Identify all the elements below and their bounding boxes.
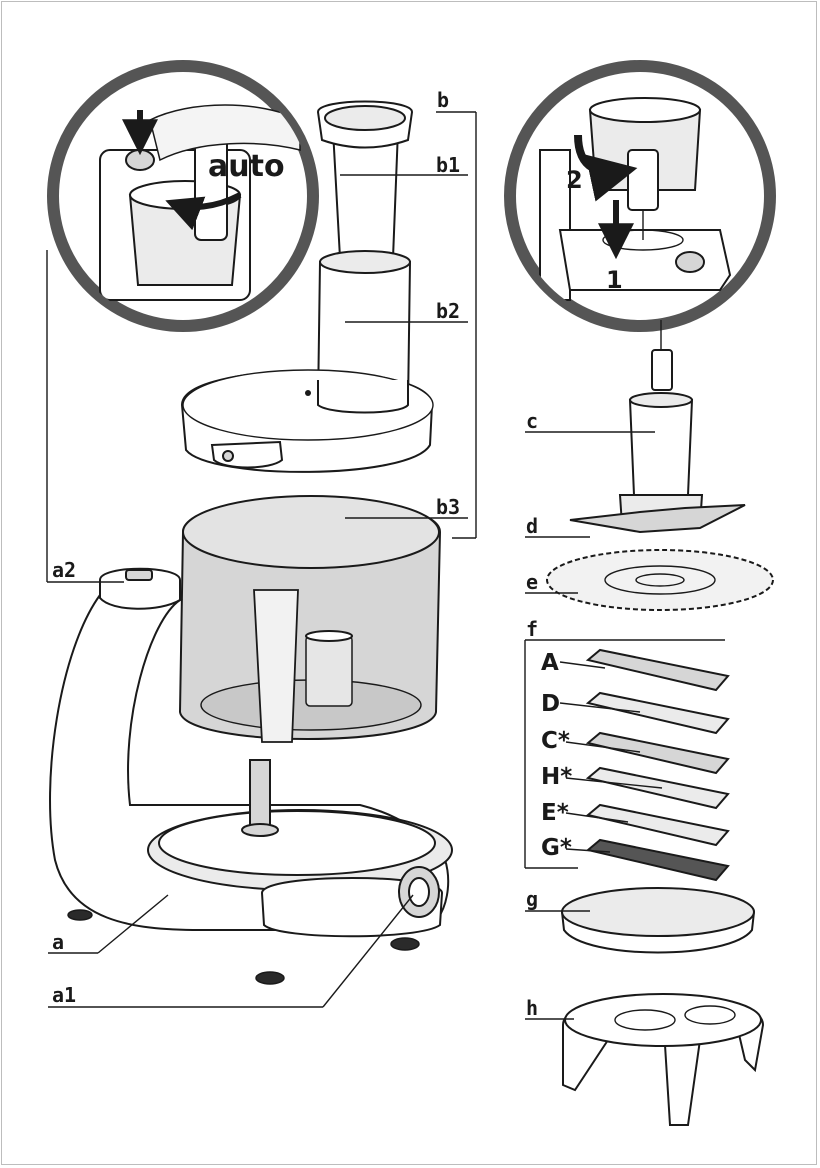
- disc-C: [588, 733, 728, 773]
- label-d: d: [526, 514, 538, 538]
- inset-chopper-assembly: 2 1: [510, 66, 770, 326]
- label-a2: a2: [52, 558, 76, 582]
- label-disc-G: G*: [541, 835, 572, 861]
- storage-stand-h: [563, 994, 763, 1125]
- disc-A: [588, 650, 728, 690]
- label-b2: b2: [436, 299, 460, 323]
- bowl-b3: [180, 496, 440, 742]
- label-b1: b1: [436, 153, 460, 177]
- disc-G: [588, 840, 728, 880]
- label-h: h: [526, 996, 538, 1020]
- drive-shaft: [250, 760, 270, 830]
- label-disc-C: C*: [541, 728, 570, 754]
- label-f: f: [526, 617, 538, 641]
- bowl-handle: [254, 590, 298, 742]
- disc-holder-g: [562, 888, 754, 953]
- label-disc-E: E*: [541, 800, 569, 826]
- label-b3: b3: [436, 495, 460, 519]
- label-e: e: [526, 570, 538, 594]
- chopper-c: [620, 320, 702, 525]
- disc-E: [588, 805, 728, 845]
- emulsifying-disc-e: [547, 550, 773, 610]
- lid: [182, 370, 433, 472]
- label-disc-A: A: [541, 650, 559, 676]
- label-g: g: [526, 887, 538, 911]
- auto-label: auto: [208, 149, 285, 184]
- inset-left-lock-button: [126, 150, 154, 170]
- inset-right-chopper: [628, 150, 658, 210]
- step-2-label: 2: [566, 166, 583, 194]
- label-c: c: [526, 409, 538, 433]
- label-a: a: [52, 930, 64, 954]
- label-a1: a1: [52, 983, 76, 1007]
- disc-D: [588, 693, 728, 733]
- pusher-b1: [318, 102, 412, 259]
- step-1-label: 1: [606, 266, 623, 294]
- inset-auto-lock: auto: [53, 66, 313, 326]
- label-b: b: [437, 88, 449, 112]
- label-disc-H: H*: [541, 764, 572, 790]
- label-disc-D: D: [541, 691, 560, 717]
